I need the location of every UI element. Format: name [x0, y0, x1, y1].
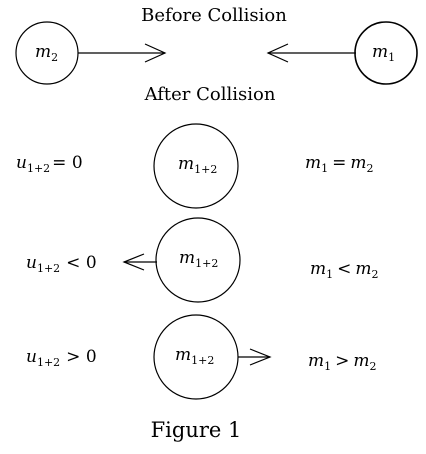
arrow-combined-right: [238, 348, 272, 366]
arrow-m2-right: [78, 43, 167, 63]
heading-before-collision: Before Collision: [141, 5, 287, 26]
figure-caption: Figure 1: [151, 418, 242, 442]
arrow-m1-left: [266, 43, 356, 63]
heading-after-collision: After Collision: [144, 84, 276, 105]
combined-ball-case-1: [153, 123, 239, 209]
ball-m2-label: m2: [35, 42, 58, 64]
velocity-label-case-3: u1+2> 0: [26, 347, 97, 369]
arrow-combined-left: [122, 253, 157, 271]
case-equal-mass: u1+2= 0 m1+2 m1=m2: [16, 123, 374, 209]
combined-ball-case-2: [155, 217, 241, 303]
combined-ball-label-case-3: m1+2: [175, 345, 214, 367]
ball-m1-label: m1: [372, 42, 395, 64]
velocity-label-case-2: u1+2< 0: [26, 253, 97, 275]
ball-m2-before: m2: [15, 21, 79, 85]
case-m1-greater: u1+2> 0 m1+2 m1>m2: [26, 314, 377, 400]
velocity-label-case-1: u1+2= 0: [16, 153, 83, 175]
ball-m1-before: m1: [354, 21, 418, 85]
case-m1-less: u1+2< 0 m1+2 m1<m2: [26, 217, 379, 303]
combined-ball-label-case-2: m1+2: [179, 248, 218, 270]
mass-relation-case-1: m1=m2: [305, 153, 374, 175]
ball-m1-circle: [354, 21, 418, 85]
mass-relation-case-2: m1<m2: [310, 259, 379, 281]
mass-relation-case-3: m1>m2: [308, 351, 377, 373]
combined-ball-label-case-1: m1+2: [178, 154, 217, 176]
